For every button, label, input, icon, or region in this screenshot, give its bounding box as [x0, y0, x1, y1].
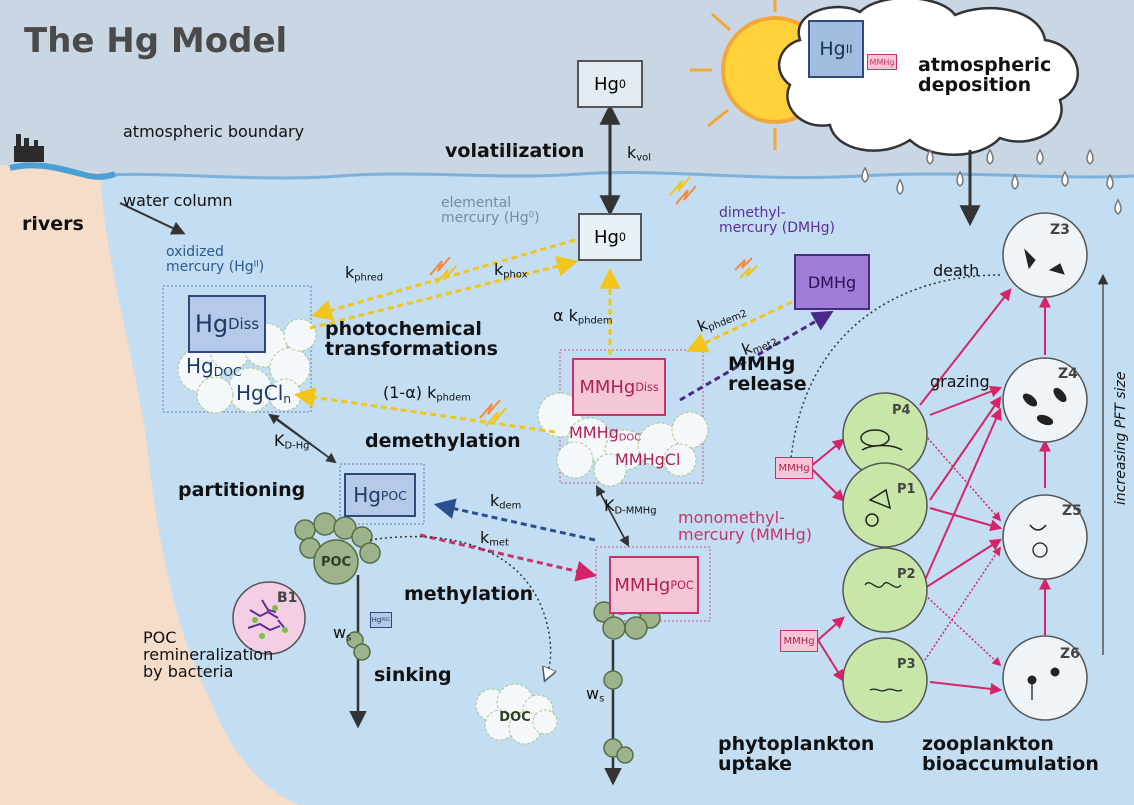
rate-k-d-mmhg: KD-MMHg	[604, 496, 657, 517]
plankton-p4-label: P4	[892, 403, 911, 418]
k-met2-arrow	[679, 310, 834, 402]
label-methylation: methylation	[404, 583, 534, 605]
rate-alpha-k-phdem: α kphdem	[553, 306, 613, 327]
label-sinking: sinking	[374, 664, 452, 686]
plankton-z5-label: Z5	[1062, 503, 1082, 519]
label-rivers: rivers	[22, 213, 84, 235]
label-grazing: grazing	[930, 372, 990, 391]
mmhg-atmosphere-small-box: MMHg	[867, 54, 897, 70]
label-atmospheric-boundary: atmospheric boundary	[123, 122, 305, 141]
plankton-p3-label: P3	[897, 657, 916, 672]
food-web-arrows	[809, 288, 1051, 695]
page-title: The Hg Model	[24, 21, 288, 61]
poc-cluster	[294, 512, 381, 585]
k-phdem2-arrow	[686, 300, 793, 353]
rate-k-d-hg: KD-Hg	[274, 431, 310, 452]
plankton-p1-label: P1	[897, 482, 916, 497]
rate-k-met: kmet	[480, 528, 509, 549]
poc-label: POC	[320, 554, 352, 570]
zooplankton-circles	[1002, 212, 1088, 721]
rate-k-phox: kphox	[494, 260, 528, 281]
label-partitioning: partitioning	[178, 479, 306, 501]
label-atmospheric-deposition: atmospheric deposition	[918, 54, 1052, 96]
rate-w-s-mmhg: ws	[586, 684, 605, 705]
phytoplankton-circles	[842, 392, 928, 723]
photon-bolts	[429, 176, 758, 427]
label-phytoplankton-uptake: phytoplankton uptake	[718, 733, 875, 775]
k-dem-arrow	[433, 498, 596, 542]
rate-k-phred: kphred	[345, 263, 384, 284]
label-elemental-mercury: elemental mercury (Hg0)	[441, 195, 540, 226]
doc-blob-cluster	[475, 683, 558, 745]
label-zooplankton-bioaccumulation: zooplankton bioaccumulation	[922, 733, 1099, 775]
label-volatilization: volatilization	[445, 140, 585, 162]
plankton-z3-label: Z3	[1050, 222, 1070, 238]
factory-icon	[14, 134, 44, 162]
k-phred-arrow	[310, 238, 576, 321]
mmhg-uptake-box-2: MMHg	[780, 630, 818, 652]
kd-hg-arrow-b	[268, 413, 336, 463]
plankton-z6-label: Z6	[1060, 646, 1080, 662]
hg-doc-label: HgDOC	[186, 354, 242, 380]
one-minus-alpha-arrow	[293, 387, 556, 434]
label-photochemical-transformations: photochemical transformations	[325, 318, 498, 360]
mmhg-uptake-box-1: MMHg	[775, 457, 813, 479]
mmhg-doc-blobs	[537, 392, 709, 487]
bacteria-b1-label: B1	[277, 590, 298, 606]
mmhg-doc-label: MMHgDOC	[569, 423, 642, 444]
mmhgcl-label: MMHgCl	[615, 450, 681, 469]
rate-k-dem: kdem	[490, 491, 522, 512]
label-water-column: water column	[123, 191, 233, 210]
label-increasing-pft-size: increasing PFT size	[1113, 371, 1129, 505]
river-inflow-arrow	[119, 202, 186, 235]
food-web-dotted-arrows	[924, 434, 1002, 667]
hg-poc-frame	[339, 463, 425, 525]
plankton-p2-label: P2	[897, 567, 916, 582]
label-demethylation: demethylation	[365, 430, 521, 452]
dmhg-box: DMHg	[794, 254, 870, 310]
rate-one-minus-alpha-k-phdem: (1-α) kphdem	[383, 383, 471, 404]
rate-w-s-hg: ws	[333, 623, 352, 644]
doc-label: DOC	[499, 709, 531, 725]
bacteria-b1	[232, 581, 306, 655]
label-dimethyl-mercury: dimethyl- mercury (DMHg)	[719, 205, 835, 236]
kd-mmhg-arrow-b	[596, 485, 629, 546]
label-k-vol: kvol	[627, 143, 651, 164]
land-shore	[0, 165, 300, 805]
hgcln-label: HgCln	[236, 381, 292, 407]
k-phox-arrow	[309, 255, 579, 330]
rain-drops	[861, 148, 1122, 215]
hg-ii-group-frame	[162, 285, 312, 413]
label-oxidized-mercury: oxidized mercury (HgII)	[166, 244, 265, 275]
river-water	[9, 162, 117, 180]
label-poc-remineralization: POC remineralization by bacteria	[143, 628, 274, 681]
label-monomethyl-mercury: monomethyl- mercury (MMHg)	[678, 508, 813, 544]
label-mmhg-release: MMHg release	[728, 353, 807, 395]
label-death: death	[933, 261, 980, 280]
plankton-glyphs	[860, 248, 1067, 700]
plankton-z4-label: Z4	[1058, 366, 1078, 382]
